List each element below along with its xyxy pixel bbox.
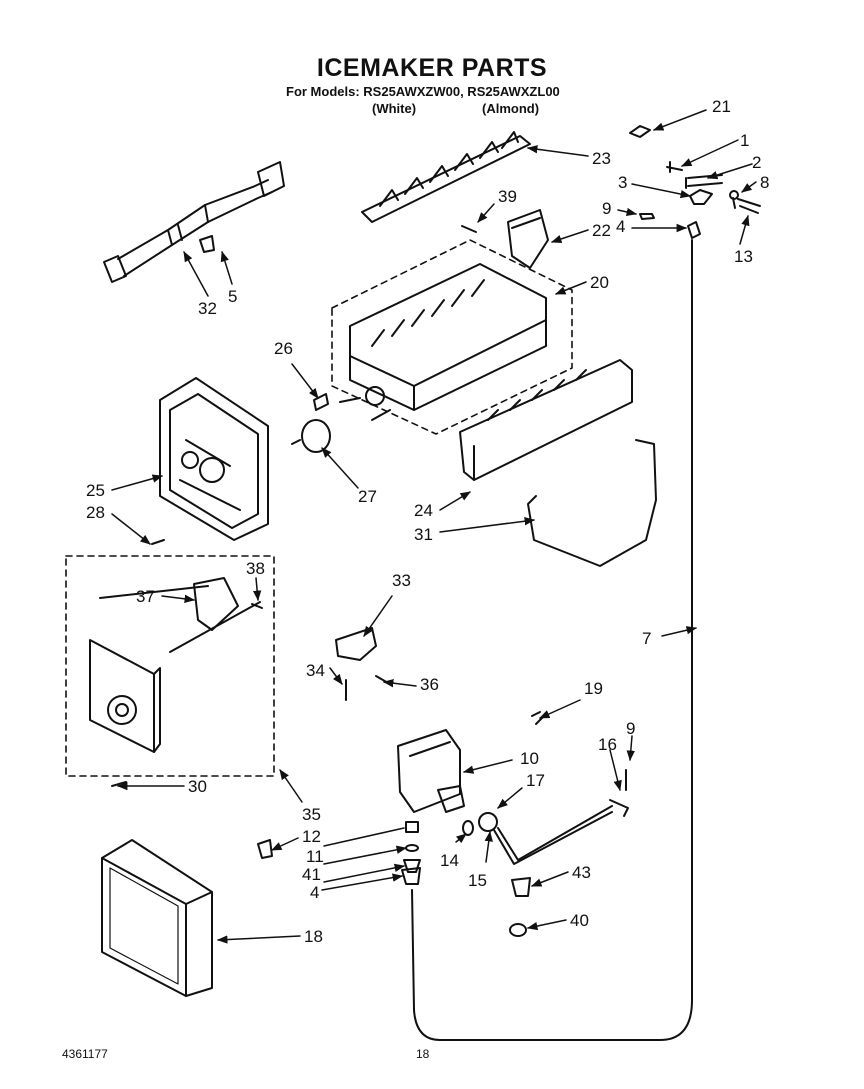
callout-33: 33 [392,571,411,590]
callout-43: 43 [572,863,591,882]
callout-3: 3 [618,173,627,192]
callout-16: 16 [598,735,617,754]
bracket-part [335,627,391,701]
callout-15: 15 [468,871,487,890]
callout-34: 34 [306,661,325,680]
callout-37: 37 [136,587,155,606]
leader-lines [111,109,757,944]
shutoff-arm-part [527,439,657,567]
callout-40: 40 [570,911,589,930]
callout-31: 31 [414,525,433,544]
motor-kit-box [65,555,275,777]
thermostat-part [291,393,331,453]
fill-tube-fittings [411,125,761,1041]
callout-2: 2 [752,153,761,172]
callout-21: 21 [712,97,731,116]
callout-1: 1 [740,131,749,150]
callout-11: 11 [306,847,324,866]
callout-20: 20 [590,273,609,292]
callout-labels: 21 1 2 3 8 9 13 4 23 39 22 20 32 5 26 27… [86,97,769,946]
callout-14: 14 [440,851,459,870]
variant-white-label: (White) [372,101,417,116]
variant-almond-label: (Almond) [482,101,540,116]
callout-28: 28 [86,503,105,522]
part-number: 4361177 [62,1047,108,1061]
fill-cup-part [507,209,549,269]
callout-17: 17 [526,771,545,790]
callout-5: 5 [228,287,237,306]
callout-4-lower: 4 [310,883,319,902]
callout-13: 13 [734,247,753,266]
callout-27: 27 [358,487,377,506]
callout-8: 8 [760,173,769,192]
callout-7: 7 [642,629,651,648]
water-valve-part [397,729,629,865]
callout-26: 26 [274,339,293,358]
models-line: For Models: RS25AWXZW00, RS25AWXZL00 [286,84,560,99]
callout-32: 32 [198,299,217,318]
callout-12: 12 [302,827,321,846]
callout-19: 19 [584,679,603,698]
callout-24: 24 [414,501,433,520]
page-number: 18 [416,1047,430,1061]
callout-35: 35 [302,805,321,824]
ice-mold-assembly [331,239,573,435]
callout-4-upper: 4 [616,217,625,236]
callout-9-lower: 9 [626,719,635,738]
callout-23: 23 [592,149,611,168]
callout-39: 39 [498,187,517,206]
callout-38: 38 [246,559,265,578]
callout-25: 25 [86,481,105,500]
callout-41: 41 [302,865,321,884]
ejector-part [361,131,531,223]
insulation-block-part [101,839,213,997]
callout-18: 18 [304,927,323,946]
callout-22: 22 [592,221,611,240]
callout-36: 36 [420,675,439,694]
mounting-plate-part [459,359,633,481]
callout-10: 10 [520,749,539,768]
callout-30: 30 [188,777,207,796]
callout-9-upper: 9 [602,199,611,218]
small-fittings [257,711,627,937]
control-housing-part [159,377,269,541]
page-title: ICEMAKER PARTS [316,54,548,82]
wiring-harness-part [103,161,285,283]
